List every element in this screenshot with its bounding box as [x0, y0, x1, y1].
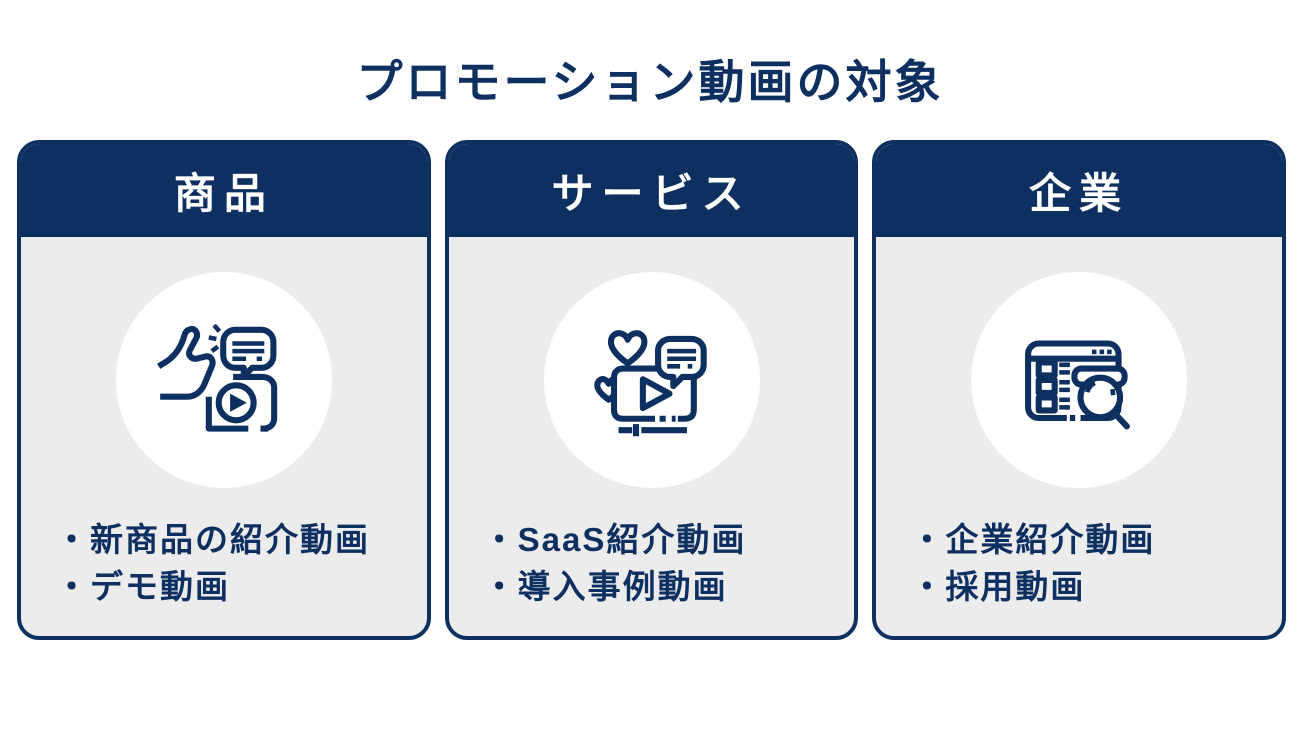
list-item: ・新商品の紹介動画 — [55, 521, 370, 558]
card-service: サービス ・SaaS紹介動画 — [444, 140, 859, 640]
card-service-icon-circle — [543, 272, 760, 488]
hearts-video-player-icon — [593, 330, 707, 437]
card-company: 企業 — [872, 140, 1287, 640]
browser-search-icon — [1025, 340, 1131, 430]
card-service-list: ・SaaS紹介動画 ・導入事例動画 — [449, 516, 855, 610]
list-item: ・導入事例動画 — [482, 568, 728, 605]
page-title: プロモーション動画の対象 — [356, 56, 944, 108]
cards-row: 商品 ・新商品の紹介動画 ・デモ動画 — [0, 140, 1300, 640]
card-service-header: サービス — [448, 144, 855, 237]
card-company-list: ・企業紹介動画 ・採用動画 — [876, 516, 1282, 610]
card-company-icon-circle — [971, 272, 1188, 488]
card-product-header: 商品 — [21, 144, 427, 237]
list-item: ・SaaS紹介動画 — [482, 521, 747, 558]
card-product-icon-circle — [115, 272, 332, 488]
card-product: 商品 ・新商品の紹介動画 ・デモ動画 — [17, 140, 431, 640]
list-item: ・採用動画 — [910, 568, 1086, 605]
card-company-header: 企業 — [876, 144, 1283, 237]
thumbs-up-video-icon — [156, 323, 278, 433]
list-item: ・デモ動画 — [55, 568, 230, 605]
list-item: ・企業紹介動画 — [910, 521, 1156, 558]
card-product-list: ・新商品の紹介動画 ・デモ動画 — [21, 516, 427, 610]
